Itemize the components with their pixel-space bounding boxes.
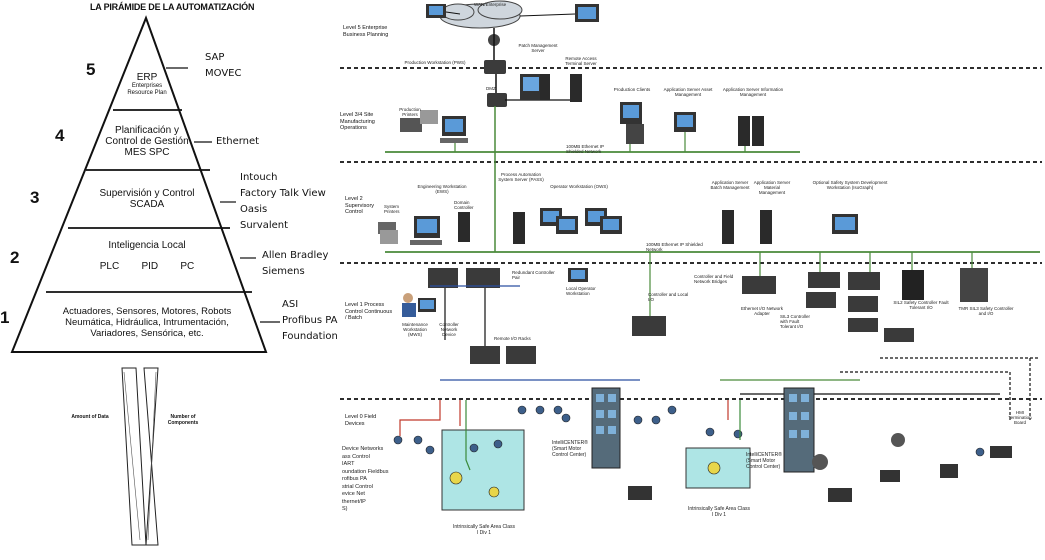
- maint-ws-label: Maintenance Workstation (MWS): [402, 322, 428, 337]
- op-ws-label: Operator Workstation (OWS): [550, 184, 608, 189]
- domain-ctrl-label: Domain Controller: [454, 200, 474, 210]
- tier-erp: ERP Enterprises Resource Plan: [127, 72, 167, 96]
- patch-server-label: Patch Management Server: [518, 43, 558, 53]
- tier-plc: Inteligencia Local PLC PID PC: [99, 240, 195, 272]
- level-2-number: 2: [10, 248, 20, 267]
- level0-label: Level 0 Field Devices: [345, 414, 377, 427]
- eng-ws-label: Engineering Workstation (EWS): [417, 184, 467, 194]
- ctrl-field-bridges-label: Controller and Field Network Bridges: [694, 274, 734, 284]
- prod-clients-label: Production Clients: [613, 87, 651, 92]
- controller-racks: [428, 268, 914, 364]
- tier-mes: Planificación y Control de Gestión MES S…: [105, 125, 189, 158]
- ethernet2-label: 100MB Ethernet IP Shielded Network: [646, 242, 703, 252]
- app-info-label: Application Server Information Managemen…: [722, 87, 784, 97]
- sil2-label: SIL2 Safety Controller Fault Tolerant I/…: [893, 300, 949, 310]
- pyramid-title: LA PIRÁMIDE DE LA AUTOMATIZACIÓN: [90, 2, 255, 12]
- tier-scada: Supervisión y Control SCADA: [99, 188, 195, 210]
- wan-label: WAN/Enterprise: [474, 2, 507, 7]
- prod-printers-label: Production Printers: [399, 107, 421, 117]
- hmi-label: HMI Termination Board: [1008, 410, 1032, 425]
- ctrl-local-io-label: Controller and Local I/O: [648, 292, 689, 302]
- sys-printers-label: System Printers: [384, 204, 400, 214]
- level-4-number: 4: [55, 126, 65, 145]
- batch-mgmt-label: Application Server Batch Management: [710, 180, 750, 190]
- safe-area-2-label: Intrinsically Safe Area Class I Div 1: [688, 506, 750, 518]
- tmr-label: TMR SIL3 Safety Controller and I/O: [958, 306, 1014, 316]
- pass-label: Process Automation System Server (PASS): [498, 172, 544, 182]
- level34-label: Level 3/4 Site Manufacturing Operations: [340, 112, 375, 131]
- local-op-label: Local Operator Workstation: [566, 286, 596, 296]
- side-level4: Ethernet: [216, 136, 260, 147]
- eth-io-label: Ethernet I/O Network Adapter: [740, 306, 784, 316]
- material-mgmt-label: Application Server Material Management: [753, 180, 791, 195]
- dmz-label: DMZ: [486, 86, 496, 91]
- number-of-components-label: Number of Components: [167, 414, 199, 426]
- level5-label: Level 5 Enterprise Business Planning: [343, 25, 389, 38]
- redundant-ctrl-label: Redundant Controller Pair: [512, 270, 555, 280]
- safety-ws-label: Optional Safety System Development Works…: [812, 180, 888, 190]
- tier-field: Actuadores, Sensores, Motores, Robots Ne…: [62, 306, 232, 339]
- ethernet1-label: 100MB Ethernet IP Shielded Network: [566, 144, 604, 154]
- remote-access-label: Remote Access Terminal Server: [565, 56, 597, 66]
- intellicenter-2-label: IntelliCENTER® (Smart Motor Control Cent…: [746, 452, 782, 470]
- safe-area-1-label: Intrinsically Safe Area Class I Div 1: [453, 524, 515, 536]
- ctrl-network-label: Controller Network Device: [439, 322, 459, 337]
- remote-io-label: Remote I/O Racks: [494, 336, 531, 341]
- level-5-number: 5: [86, 60, 96, 79]
- level-1-number: 1: [0, 308, 10, 327]
- intellicenter-1-label: IntelliCENTER® (Smart Motor Control Cent…: [552, 440, 588, 458]
- level-3-number: 3: [30, 188, 40, 207]
- level2-label: Level 2 Supervisory Control: [345, 196, 375, 215]
- level1-label: Level 1 Process Control Continuous / Bat…: [345, 302, 393, 321]
- amount-of-data-label: Amount of Data: [71, 414, 109, 420]
- sil3-label: SIL3 Controller with Fault Tolerant I/O: [780, 314, 811, 329]
- prod-ws-label: Production Workstation (PWS): [404, 60, 466, 65]
- app-asset-label: Application Server Asset Management: [663, 87, 713, 97]
